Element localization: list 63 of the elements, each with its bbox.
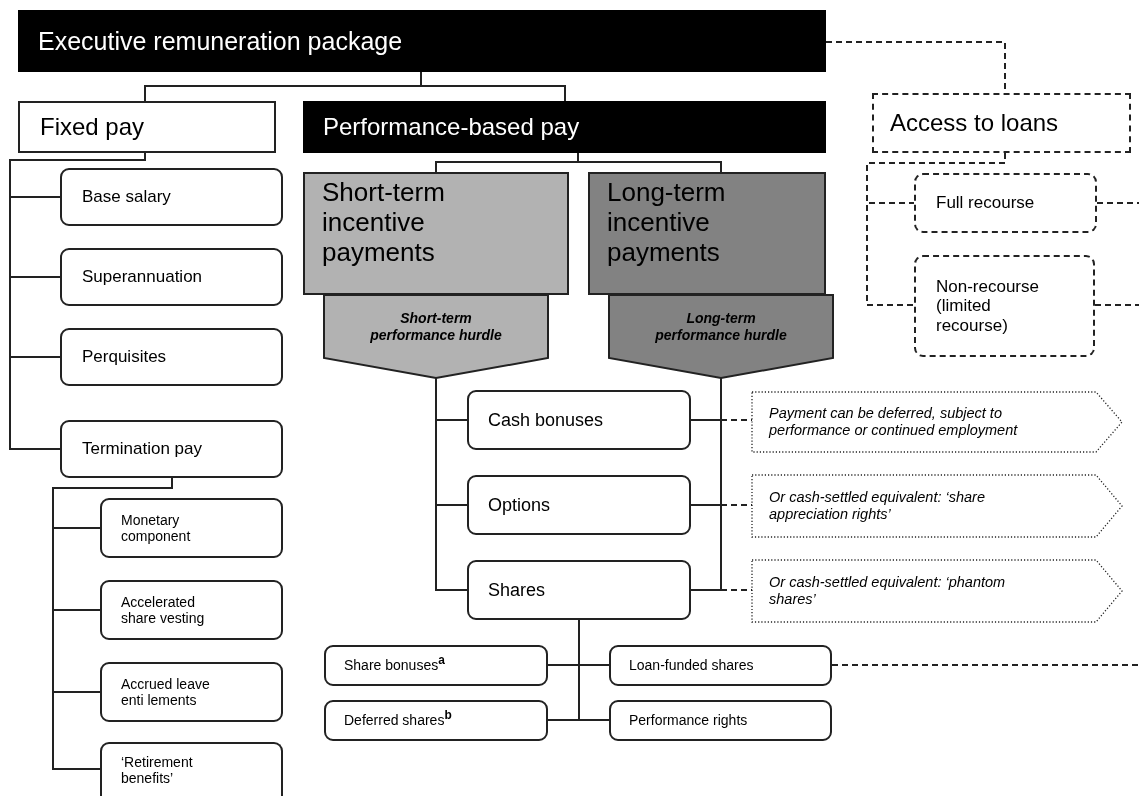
note-arrow-shape	[752, 392, 1122, 452]
box-label: Monetary component	[121, 511, 192, 545]
dashed-connector	[866, 152, 1006, 306]
box-label: Executive remuneration package	[38, 26, 403, 56]
connector-line	[435, 377, 468, 591]
box-label: Performance-based pay	[323, 113, 580, 141]
rounded-box	[60, 420, 283, 478]
rounded-box	[467, 390, 691, 450]
rounded-box	[100, 498, 283, 558]
hurdle-pentagon	[324, 295, 548, 378]
connector-line	[578, 619, 610, 721]
rounded-box	[60, 168, 283, 226]
box-label: Perquisites	[82, 347, 167, 367]
box-label: Non-recourse (limited recourse)	[936, 276, 1040, 336]
box-label: Short-term performance hurdle	[369, 310, 503, 343]
dashed-rounded-box	[914, 173, 1097, 233]
box-label: Performance rights	[629, 712, 748, 729]
box-label: Share bonuses$^{a}$	[344, 657, 445, 674]
rounded-box	[609, 645, 832, 686]
rounded-box	[609, 700, 832, 741]
box-label: Full recourse	[936, 193, 1035, 213]
dashed-category-box	[872, 93, 1131, 153]
note-arrow-shape	[752, 475, 1122, 537]
dashed-connector	[1096, 202, 1139, 204]
rounded-box	[100, 662, 283, 722]
hurdle-pentagon	[609, 295, 833, 378]
box-label: Fixed pay	[40, 113, 145, 141]
rounded-box	[467, 475, 691, 535]
box-label: Deferred shares$^{b}$	[344, 712, 452, 729]
box-label: Options	[488, 494, 551, 516]
rounded-box	[100, 742, 283, 796]
box-label: Access to loans	[890, 109, 1059, 137]
rounded-box	[467, 560, 691, 620]
note-text: Payment can be deferred, subject to performance or continued employment	[769, 405, 1019, 439]
box-label: ‘Retirement benefits’	[121, 753, 194, 787]
box-label: Termination pay	[82, 439, 202, 459]
rounded-box	[324, 700, 548, 741]
heading-bar	[18, 10, 826, 72]
box-label: Shares	[488, 579, 546, 601]
category-box	[18, 101, 276, 153]
box-label: Short-term incentive payments	[322, 178, 446, 268]
note-arrow-shape	[752, 560, 1122, 622]
heading-bar	[303, 101, 826, 153]
box-label: Long-term performance hurdle	[654, 310, 788, 343]
box-label: Accelerated share vesting	[121, 593, 206, 627]
box-label: Superannuation	[82, 267, 203, 287]
box-label: Loan-funded shares	[629, 657, 754, 674]
rounded-box	[60, 248, 283, 306]
box-label: Cash bonuses	[488, 409, 604, 431]
note-text: Or cash-settled equivalent: ‘phantom shares’	[769, 574, 1007, 608]
dashed-connector	[1094, 304, 1139, 306]
connector-line	[577, 152, 722, 173]
box-label: Long-term incentive payments	[607, 178, 727, 268]
dashed-connector	[831, 664, 1139, 666]
incentive-box	[303, 172, 569, 295]
rounded-box	[100, 580, 283, 640]
dashed-rounded-box	[914, 255, 1095, 357]
box-label: Base salary	[82, 187, 171, 207]
note-text: Or cash-settled equivalent: ‘share appreciation rights’	[769, 489, 986, 523]
incentive-box	[588, 172, 826, 295]
rounded-box	[324, 645, 548, 686]
rounded-box	[60, 328, 283, 386]
box-label: Accrued leave enti lements	[121, 675, 211, 709]
